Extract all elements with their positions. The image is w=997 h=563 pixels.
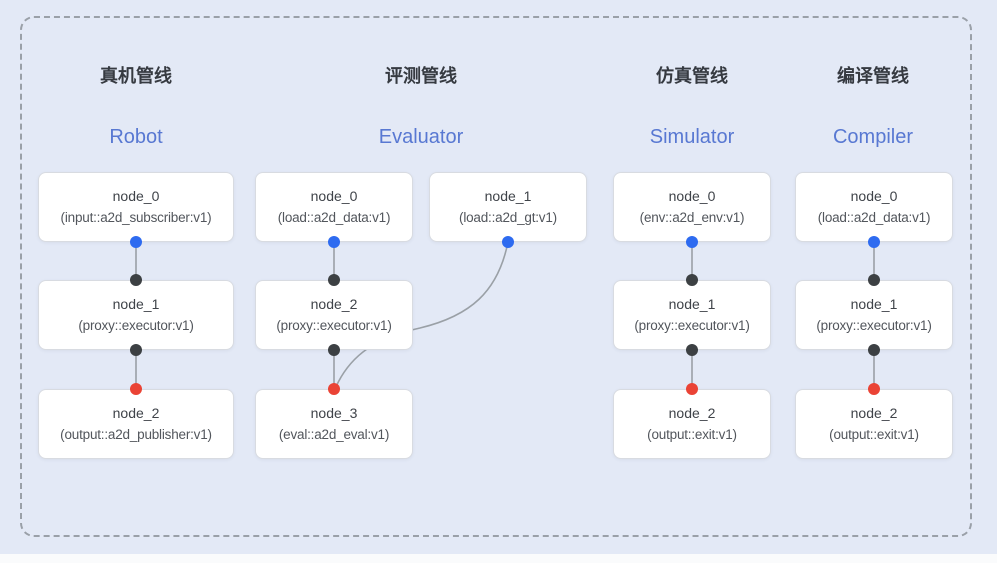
node-type: (proxy::executor:v1) [634, 318, 750, 333]
simulator-node-1-box: node_1 (proxy::executor:v1) [613, 280, 771, 350]
compiler-title-cn: 编译管线 [837, 66, 909, 86]
evaluator-node-3-box: node_3 (eval::a2d_eval:v1) [255, 389, 413, 459]
node-type: (proxy::executor:v1) [276, 318, 392, 333]
node-type: (output::exit:v1) [647, 427, 737, 442]
evaluator-node-0-box: node_0 (load::a2d_data:v1) [255, 172, 413, 242]
simulator-node-0-box: node_0 (env::a2d_env:v1) [613, 172, 771, 242]
node-title: node_1 [668, 296, 716, 312]
simulator-node-0-output-port-dot [686, 236, 698, 248]
node-title: node_1 [484, 188, 532, 204]
simulator-node-1-output-port-dot [686, 344, 698, 356]
robot-node-0-output-port-dot [130, 236, 142, 248]
node-title: node_1 [112, 296, 160, 312]
node-type: (load::a2d_data:v1) [817, 210, 931, 225]
evaluator-node-2-output-port-dot [328, 344, 340, 356]
node-type: (proxy::executor:v1) [78, 318, 194, 333]
node-title: node_0 [850, 188, 898, 204]
robot-node-0-box: node_0 (input::a2d_subscriber:v1) [38, 172, 234, 242]
robot-node-1-box: node_1 (proxy::executor:v1) [38, 280, 234, 350]
simulator-title-en: Simulator [649, 126, 735, 148]
evaluator-node-2-box: node_2 (proxy::executor:v1) [255, 280, 413, 350]
node-type: (env::a2d_env:v1) [639, 210, 745, 225]
compiler-node-2-box: node_2 (output::exit:v1) [795, 389, 953, 459]
compiler-node-2-input-port-dot [868, 383, 880, 395]
node-title: node_0 [310, 188, 358, 204]
node-title: node_2 [668, 405, 716, 421]
robot-title-cn: 真机管线 [100, 66, 172, 86]
evaluator-title-en: Evaluator [378, 126, 464, 148]
evaluator-node-2-input-port-dot [328, 274, 340, 286]
dashed-frame [20, 16, 972, 537]
compiler-node-0-output-port-dot [868, 236, 880, 248]
robot-node-2-box: node_2 (output::a2d_publisher:v1) [38, 389, 234, 459]
evaluator-title-cn: 评测管线 [385, 66, 457, 86]
node-title: node_1 [850, 296, 898, 312]
node-title: node_2 [112, 405, 160, 421]
node-type: (eval::a2d_eval:v1) [278, 427, 390, 442]
node-title: node_0 [112, 188, 160, 204]
simulator-node-2-input-port-dot [686, 383, 698, 395]
node-title: node_2 [310, 296, 358, 312]
node-type: (load::a2d_data:v1) [277, 210, 391, 225]
node-title: node_3 [310, 405, 358, 421]
bottom-strip [0, 554, 997, 563]
node-title: node_0 [668, 188, 716, 204]
compiler-node-1-output-port-dot [868, 344, 880, 356]
node-title: node_2 [850, 405, 898, 421]
evaluator-node-1-output-port-dot [502, 236, 514, 248]
robot-node-1-output-port-dot [130, 344, 142, 356]
simulator-title-cn: 仿真管线 [656, 66, 728, 86]
compiler-node-0-box: node_0 (load::a2d_data:v1) [795, 172, 953, 242]
node-type: (input::a2d_subscriber:v1) [60, 210, 212, 225]
evaluator-node-1-box: node_1 (load::a2d_gt:v1) [429, 172, 587, 242]
simulator-node-2-box: node_2 (output::exit:v1) [613, 389, 771, 459]
node-type: (output::a2d_publisher:v1) [60, 427, 212, 442]
compiler-node-1-box: node_1 (proxy::executor:v1) [795, 280, 953, 350]
simulator-node-1-input-port-dot [686, 274, 698, 286]
robot-node-1-input-port-dot [130, 274, 142, 286]
node-type: (proxy::executor:v1) [816, 318, 932, 333]
evaluator-node-0-output-port-dot [328, 236, 340, 248]
node-type: (output::exit:v1) [829, 427, 919, 442]
compiler-node-1-input-port-dot [868, 274, 880, 286]
evaluator-node-3-input-port-dot [328, 383, 340, 395]
robot-title-en: Robot [109, 126, 163, 148]
node-type: (load::a2d_gt:v1) [459, 210, 557, 225]
compiler-title-en: Compiler [832, 126, 914, 148]
robot-node-2-input-port-dot [130, 383, 142, 395]
